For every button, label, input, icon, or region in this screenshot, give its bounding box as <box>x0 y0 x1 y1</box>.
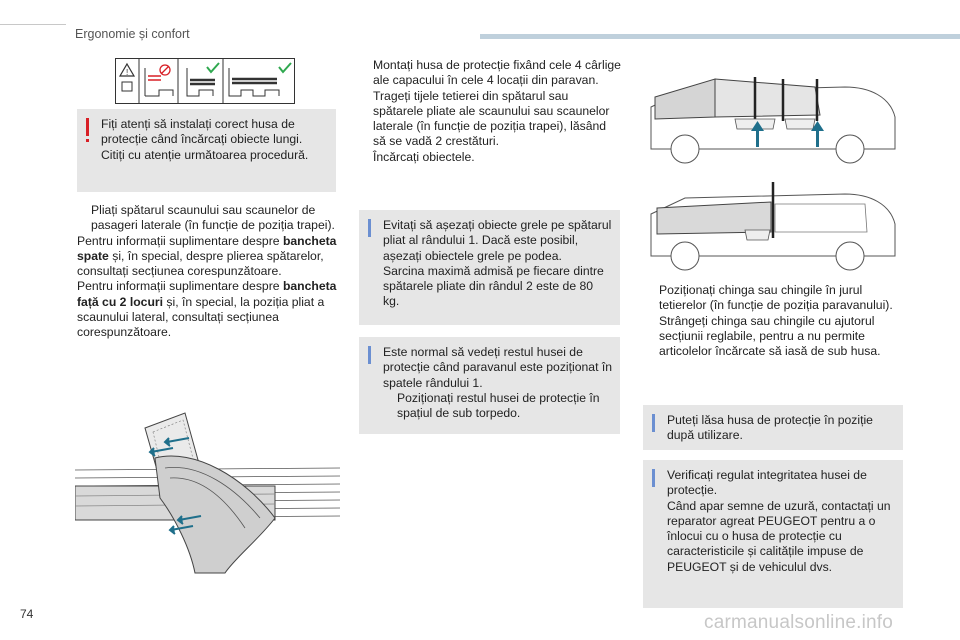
column-3-text: Poziționați chinga sau chingile în jurul… <box>645 283 907 359</box>
info-icon <box>652 469 655 487</box>
info-icon <box>368 219 371 237</box>
warning-icon <box>86 118 89 142</box>
list-item: Poziționați restul husei de protecție în… <box>397 390 600 421</box>
paragraph: Pentru informații suplimentare despre ba… <box>77 279 337 340</box>
van-illustration-bottom <box>650 182 896 271</box>
info-text: Sarcina maximă admisă pe fiecare dintre … <box>383 263 604 309</box>
column-1-text: Pliați spătarul scaunului sau scaunelor … <box>77 203 339 341</box>
info-box-leave-cover: Puteți lăsa husa de protecție în poziție… <box>643 405 903 450</box>
info-icon <box>368 346 371 364</box>
van-illustration-top <box>650 77 896 164</box>
column-2-text: Montați husa de protecție fixând cele 4 … <box>359 58 621 165</box>
loading-pictogram: ! <box>115 58 295 104</box>
warning-box: Fiți atenți să instalați corect husa de … <box>77 109 336 192</box>
list-item: Trageți tijele tetierei din spătarul sau… <box>373 88 610 149</box>
header-rule <box>0 24 66 25</box>
info-text: Verificați regulat integritatea husei de… <box>667 468 867 498</box>
svg-text:!: ! <box>126 68 128 77</box>
info-text: Este normal să vedeți restul husei de pr… <box>383 345 613 390</box>
info-icon <box>652 414 655 432</box>
info-box-check-cover: Verificați regulat integritatea husei de… <box>643 460 903 608</box>
paragraph: Pentru informații suplimentare despre ba… <box>77 233 337 279</box>
info-box-load-weight: Evitați să așezați obiecte grele pe spăt… <box>359 210 620 325</box>
info-text: Evitați să așezați obiecte grele pe spăt… <box>383 218 612 263</box>
section-title: Ergonomie și confort <box>75 27 190 41</box>
info-box-cover-position: Este normal să vedeți restul husei de pr… <box>359 337 620 434</box>
page-number: 74 <box>20 607 34 621</box>
list-item: Pliați spătarul scaunului sau scaunelor … <box>91 203 335 233</box>
list-item: Strângeți chinga sau chingile cu ajutoru… <box>659 313 881 359</box>
seat-cover-illustration <box>75 408 340 578</box>
info-text: Puteți lăsa husa de protecție în poziție… <box>667 413 873 443</box>
list-item: Încărcați obiectele. <box>373 149 475 164</box>
info-text: Când apar semne de uzură, contactați un … <box>667 498 891 574</box>
list-item: Montați husa de protecție fixând cele 4 … <box>373 58 621 88</box>
list-item: Poziționați chinga sau chingile în jurul… <box>659 283 893 313</box>
watermark: carmanualsonline.info <box>704 612 894 633</box>
header-accent-bar <box>480 34 960 39</box>
warning-text: Fiți atenți să instalați corect husa de … <box>101 117 309 162</box>
